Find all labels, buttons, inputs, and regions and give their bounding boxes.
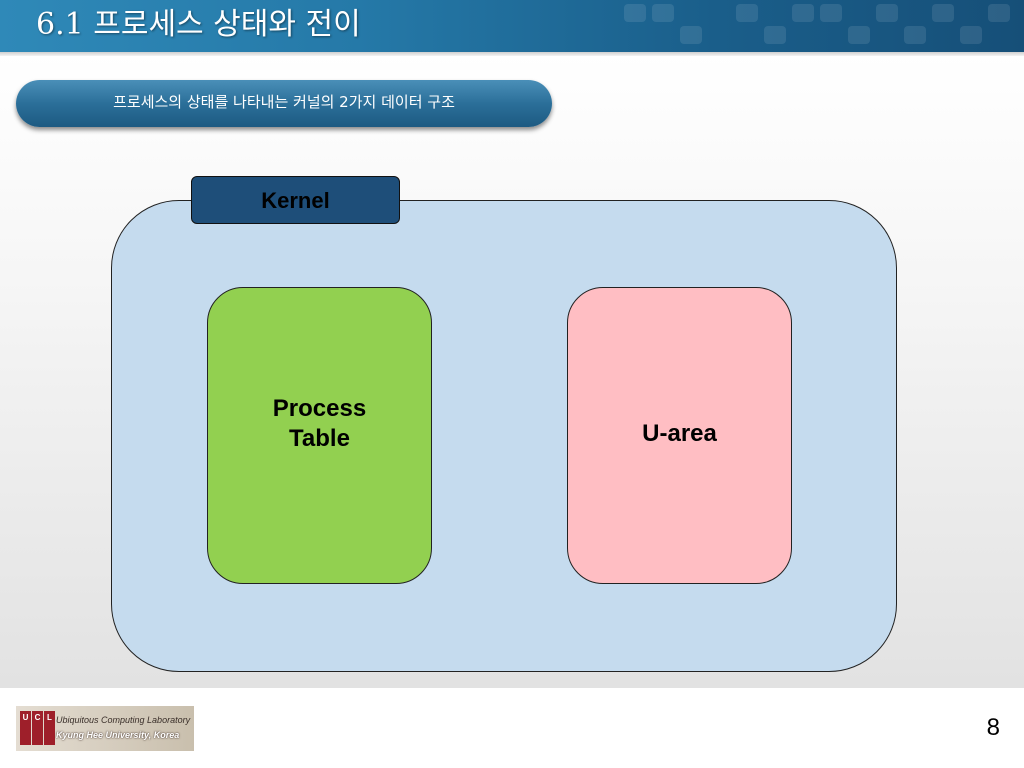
subtitle-text: 프로세스의 상태를 나타내는 커널의 2가지 데이터 구조 (113, 93, 455, 111)
u-area-box: U-area (567, 287, 792, 584)
kernel-label: Kernel (261, 188, 330, 213)
logo-letter-u: U (20, 711, 31, 745)
process-table-box: Process Table (207, 287, 432, 584)
subtitle-banner: 프로세스의 상태를 나타내는 커널의 2가지 데이터 구조 (16, 80, 552, 127)
logo-letter-c: C (32, 711, 43, 745)
process-table-label: Process Table (272, 394, 367, 452)
logo-letter-l: L (44, 711, 55, 745)
page-number: 8 (986, 714, 1000, 741)
lab-logo: U C L Ubiquitous Computing Laboratory Ky… (16, 706, 194, 751)
kernel-tab: Kernel (191, 176, 400, 224)
slide-title: 6.1 프로세스 상태와 전이 (36, 7, 361, 42)
header-decoration (564, 0, 1024, 52)
u-area-label: U-area (642, 419, 717, 447)
logo-lab-name: Ubiquitous Computing Laboratory (56, 715, 191, 725)
header-divider (0, 52, 1024, 56)
header-bar: 6.1 프로세스 상태와 전이 (0, 0, 1024, 52)
logo-university: Kyung Hee University, Korea (56, 730, 180, 740)
ucl-logo-mark: U C L (20, 711, 56, 745)
